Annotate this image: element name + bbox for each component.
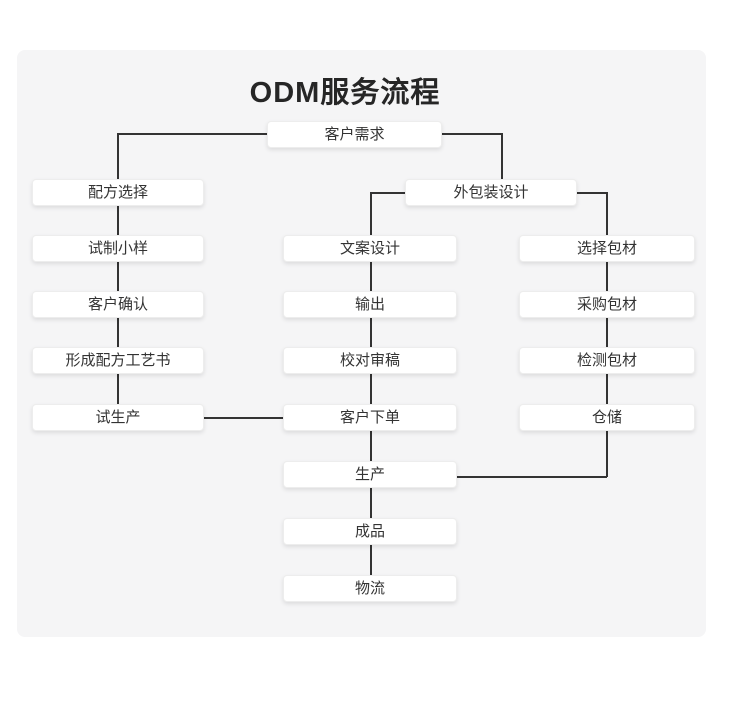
- node-finished-product: 成品: [283, 518, 457, 545]
- edge-warehousing-to-production-h: [457, 476, 607, 478]
- node-logistics: 物流: [283, 575, 457, 602]
- node-trial-sample: 试制小样: [32, 235, 204, 262]
- node-packaging-design: 外包装设计: [405, 179, 577, 206]
- edge-to-packaging-design-v: [501, 133, 503, 179]
- node-warehousing: 仓储: [519, 404, 695, 431]
- node-proofreading: 校对审稿: [283, 347, 457, 374]
- node-customer-confirmation: 客户确认: [32, 291, 204, 318]
- edge-production-to-finished-product: [370, 488, 372, 518]
- node-production: 生产: [283, 461, 457, 488]
- node-trial-production: 试生产: [32, 404, 204, 431]
- node-output: 输出: [283, 291, 457, 318]
- node-purchase-packaging: 采购包材: [519, 291, 695, 318]
- edge-to-formula-selection-v: [117, 133, 119, 179]
- edge-trial-sample-to-customer-confirmation: [117, 262, 119, 291]
- node-formula-selection: 配方选择: [32, 179, 204, 206]
- edge-formula-selection-to-trial-sample: [117, 206, 119, 235]
- edge-customer-order-to-production: [370, 431, 372, 461]
- edge-proofreading-to-customer-order: [370, 374, 372, 404]
- edge-trial-production-to-customer-order: [204, 417, 283, 419]
- edge-customer-confirmation-to-formula-process-book: [117, 318, 119, 347]
- node-copy-design: 文案设计: [283, 235, 457, 262]
- edge-formula-process-book-to-trial-production: [117, 374, 119, 404]
- node-select-packaging: 选择包材: [519, 235, 695, 262]
- node-customer-order: 客户下单: [283, 404, 457, 431]
- edge-finished-product-to-logistics: [370, 545, 372, 575]
- node-customer-demand: 客户需求: [267, 121, 442, 148]
- edge-purchase-packaging-to-inspect-packaging: [606, 318, 608, 347]
- edge-select-packaging-to-purchase-packaging: [606, 262, 608, 291]
- edge-packaging-design-left-h: [370, 192, 405, 194]
- edge-inspect-packaging-to-warehousing: [606, 374, 608, 404]
- edge-warehousing-to-production-v: [606, 431, 608, 477]
- edge-copy-design-to-output: [370, 262, 372, 291]
- edge-packaging-design-right-h: [577, 192, 607, 194]
- edge-customer-demand-right-h: [442, 133, 502, 135]
- node-inspect-packaging: 检测包材: [519, 347, 695, 374]
- edge-packaging-design-to-select-packaging-v: [606, 192, 608, 235]
- edge-packaging-design-to-copy-design-v: [370, 192, 372, 235]
- edge-output-to-proofreading: [370, 318, 372, 347]
- page-title: ODM服务流程: [249, 77, 441, 109]
- node-formula-process-book: 形成配方工艺书: [32, 347, 204, 374]
- edge-customer-demand-left-h: [118, 133, 267, 135]
